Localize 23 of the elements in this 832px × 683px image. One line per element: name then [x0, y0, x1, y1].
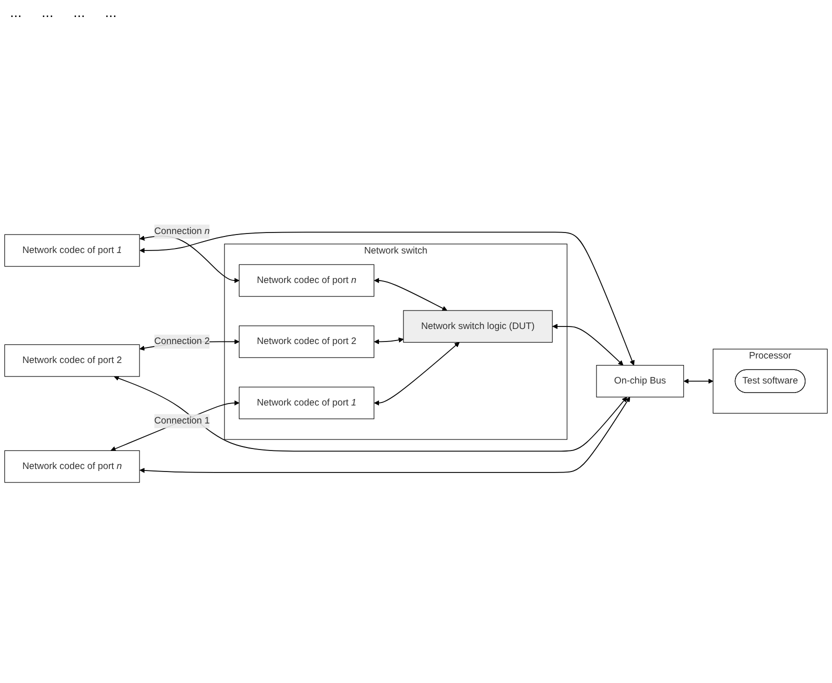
arrow	[374, 337, 404, 344]
node-box: Network codec of port 2	[238, 326, 374, 358]
arrow	[374, 342, 460, 406]
node-box: Network codec of port 1	[238, 386, 374, 420]
arrow	[684, 378, 714, 384]
ellipsis-note: ...	[10, 4, 22, 20]
node-box: Network codec of port 2	[4, 344, 140, 377]
node-box: Network codec of port 1	[4, 234, 140, 267]
arrow	[374, 278, 448, 311]
edge-label: Connection n	[154, 226, 210, 236]
arrow	[114, 376, 628, 452]
edge-label: Connection 1	[154, 416, 210, 426]
node-box: Network codec of port n	[4, 450, 140, 483]
arrow	[140, 396, 630, 473]
arrow	[552, 324, 624, 366]
node-box: Network codec of port n	[238, 264, 374, 297]
node-box: On-chip Bus	[596, 364, 684, 398]
arrow	[110, 400, 240, 452]
ellipsis-note: ...	[73, 4, 86, 20]
edge-label: Connection 2	[154, 336, 210, 346]
ellipsis-note: ...	[105, 4, 117, 20]
node-box: Network switch logic (DUT)	[403, 310, 553, 343]
ellipsis-note: ...	[42, 4, 54, 20]
